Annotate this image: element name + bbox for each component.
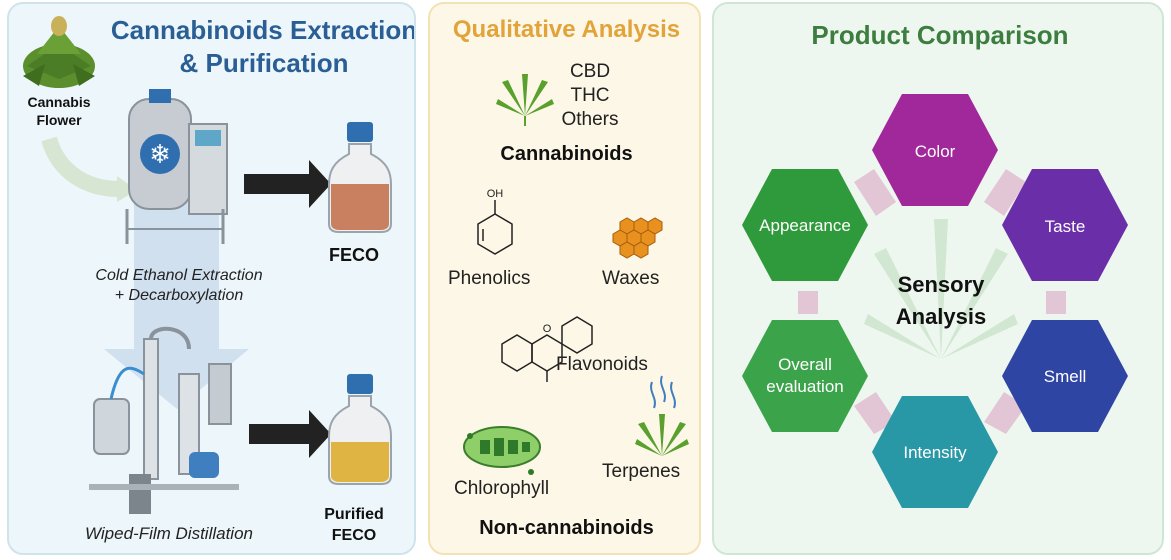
- extraction-reactor-icon: ❄: [125, 89, 228, 244]
- hexagon-appearance: [742, 169, 868, 281]
- cannabis-flower-line1: Cannabis: [27, 94, 91, 110]
- extraction-title-line1: Cannabinoids Extraction: [110, 15, 416, 45]
- cbd-label: CBD: [569, 61, 611, 82]
- cannabinoids-list: CBD THC Others: [550, 60, 630, 132]
- arrow-to-feco: [244, 160, 331, 208]
- comparison-title: Product Comparison: [811, 20, 1069, 50]
- cannabis-leaf-icon: [496, 74, 554, 126]
- taste-label: Taste: [1045, 217, 1086, 236]
- sensory-hexagon-diagram: Color Taste Smell Intensity Overall eval…: [742, 94, 1128, 508]
- cannabinoids-heading: Cannabinoids: [500, 143, 633, 165]
- appearance-label: Appearance: [759, 216, 851, 235]
- analysis-label: Analysis: [896, 304, 987, 329]
- sensory-label: Sensory: [898, 272, 986, 297]
- step1-line1: Cold Ethanol Extraction: [95, 267, 263, 284]
- non-cannabinoids-heading: Non-cannabinoids: [479, 517, 654, 539]
- others-label: Others: [561, 109, 619, 130]
- cannabis-flower-label: Cannabis Flower: [19, 93, 99, 129]
- cannabis-flower-icon: [23, 16, 95, 88]
- flavonoids-label: Flavonoids: [556, 354, 648, 375]
- flavonoid-o-label: O: [543, 323, 552, 335]
- feco-bottle-icon: [328, 122, 392, 233]
- purified-feco-line2: FECO: [331, 527, 377, 544]
- flow-curve-arrowhead: [117, 176, 137, 202]
- hexagon-taste: [1002, 169, 1128, 281]
- purified-feco-bottle-icon: [328, 374, 392, 485]
- waxes-honeycomb-icon: [612, 217, 663, 259]
- purified-feco-label: Purified FECO: [314, 504, 394, 546]
- intensity-label: Intensity: [903, 443, 967, 462]
- feco-label: FECO: [328, 245, 379, 265]
- extraction-title-line2: & Purification: [179, 48, 349, 78]
- phenol-oh-label: OH: [487, 188, 504, 200]
- wiped-film-distillation-icon: [89, 326, 239, 514]
- overall-label: Overall: [778, 355, 832, 374]
- purified-feco-line1: Purified: [324, 506, 384, 523]
- terpenes-leaf-icon: [635, 375, 689, 456]
- qualitative-panel: Qualitative Analysis OH: [428, 2, 701, 555]
- evaluation-label: evaluation: [766, 377, 844, 396]
- center-cannabis-leaf-icon: [864, 219, 1018, 359]
- wiped-film-distillation-label: Wiped-Film Distillation: [85, 524, 253, 543]
- qualitative-illustration: OH O: [463, 74, 689, 475]
- hexagon-color: [872, 94, 998, 206]
- cold-ethanol-extraction-label: Cold Ethanol Extraction + Decarboxylatio…: [49, 266, 309, 306]
- chlorophyll-label: Chlorophyll: [454, 478, 550, 499]
- thc-label: THC: [570, 85, 610, 106]
- color-label: Color: [915, 142, 956, 161]
- flow-curve-arrow: [41, 136, 120, 197]
- qualitative-title: Qualitative Analysis: [452, 16, 681, 43]
- hexagon-intensity: [872, 396, 998, 508]
- waxes-label: Waxes: [602, 268, 660, 289]
- extraction-panel: Cannabinoids Extraction & Purification ❄: [7, 2, 416, 555]
- smell-label: Smell: [1044, 367, 1087, 386]
- cannabis-flower-line2: Flower: [36, 112, 82, 128]
- process-down-arrow: [104, 184, 249, 409]
- arrow-to-purified-feco: [249, 410, 331, 458]
- step1-line2: + Decarboxylation: [114, 287, 244, 304]
- hexagon-connectors: [798, 169, 1066, 434]
- hexagon-smell: [1002, 320, 1128, 432]
- hexagon-overall-evaluation: [742, 320, 868, 432]
- comparison-panel: Product Comparison Color Taste Sme: [712, 2, 1164, 555]
- phenolics-label: Phenolics: [448, 268, 531, 289]
- extraction-illustration: ❄: [23, 16, 392, 514]
- chlorophyll-chloroplast-icon: [463, 426, 541, 475]
- phenol-structure-icon: [477, 200, 513, 255]
- terpenes-label: Terpenes: [602, 461, 681, 482]
- svg-text:❄: ❄: [149, 139, 171, 169]
- extraction-title: Cannabinoids Extraction & Purification: [109, 14, 416, 80]
- flavonoid-structure-icon: [501, 316, 593, 382]
